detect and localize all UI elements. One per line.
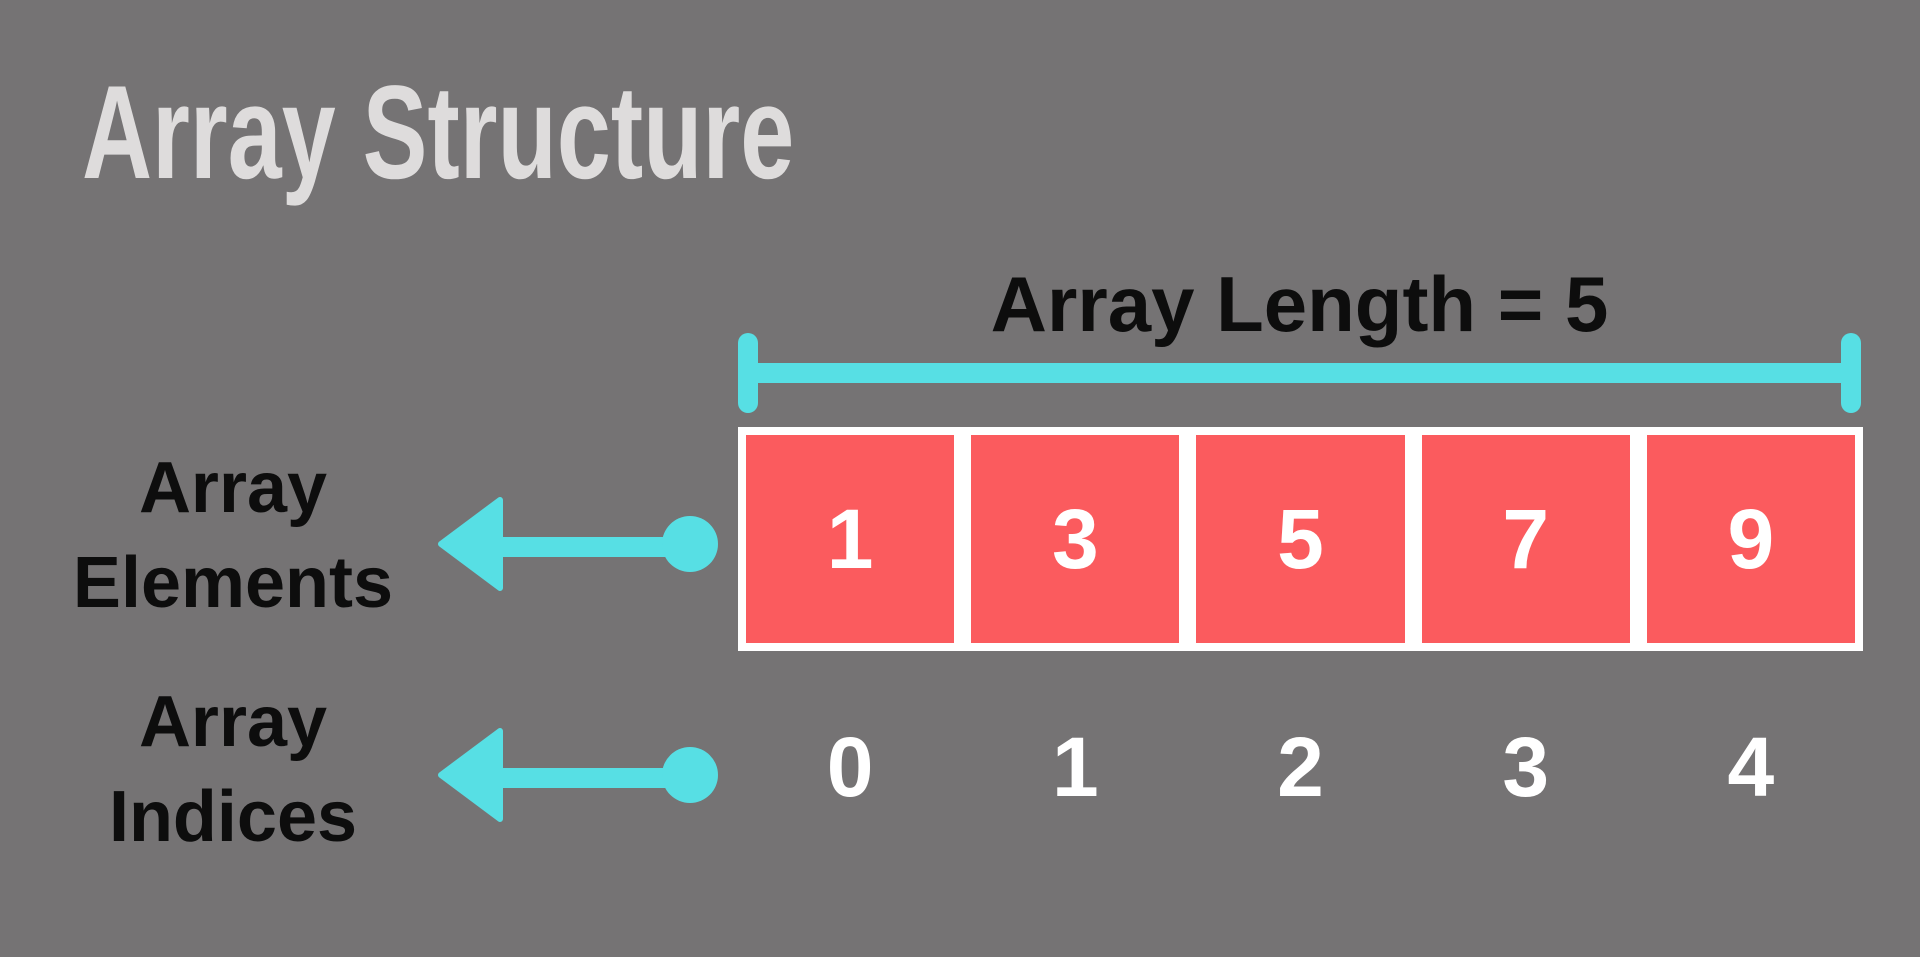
array-cell: 7	[1421, 435, 1630, 643]
index-label: 3	[1502, 720, 1550, 814]
array-cell: 5	[1196, 435, 1405, 643]
array-cell: 1	[746, 435, 955, 643]
array-indices-label: Array Indices	[23, 675, 443, 865]
length-ruler-bar	[748, 363, 1851, 383]
index-label: 4	[1727, 720, 1775, 814]
left-arrow-icon	[438, 728, 718, 822]
array-cell: 9	[1646, 435, 1856, 643]
array-indices-label-line1: Array	[138, 682, 328, 762]
index-label: 2	[1277, 720, 1324, 814]
array-elements-label-line2: Elements	[72, 543, 394, 623]
page-title: Array Structure	[82, 59, 795, 207]
array-elements-label: Array Elements	[23, 441, 443, 631]
array-elements-label-line1: Array	[138, 448, 328, 528]
array-cell: 3	[971, 435, 1180, 643]
index-label: 1	[1051, 720, 1099, 814]
left-arrow-icon	[438, 497, 718, 591]
index-label: 0	[826, 720, 874, 814]
array-length-label: Array Length = 5	[990, 260, 1609, 348]
ruler-right-cap	[1841, 333, 1861, 413]
array-elements-box: 1 3 5 7 9	[738, 427, 1863, 651]
array-indices-label-line2: Indices	[108, 777, 358, 857]
array-indices-row: 0 1 2 3 4	[738, 725, 1863, 809]
